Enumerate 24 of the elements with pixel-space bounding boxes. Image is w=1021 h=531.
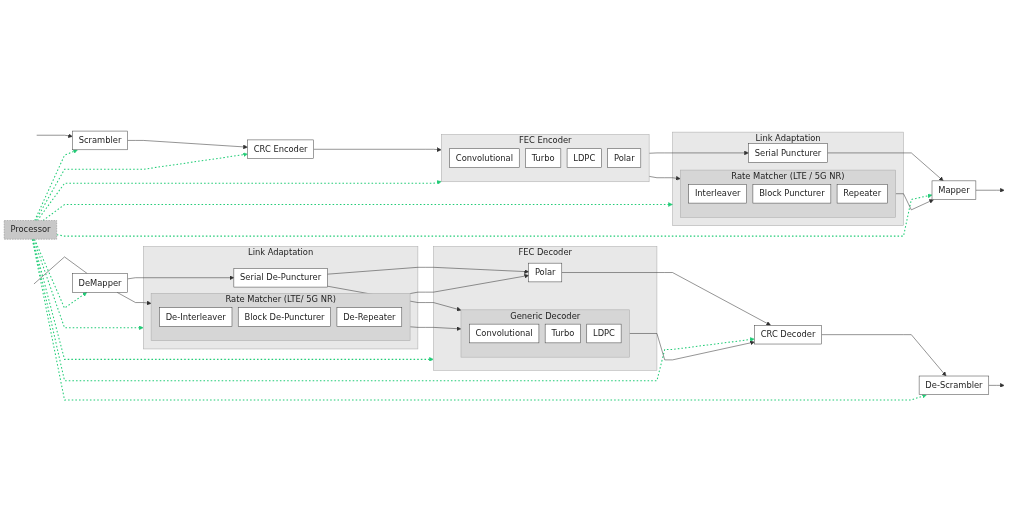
node-box: Repeater xyxy=(836,184,888,204)
node-box: Mapper xyxy=(931,180,977,200)
node-box: Polar xyxy=(607,148,642,168)
node-box: De-Repeater xyxy=(336,307,403,327)
node-box: Serial Puncturer xyxy=(748,143,828,163)
node-box: Turbo xyxy=(525,148,562,168)
node-box: De-Scrambler xyxy=(918,375,989,395)
node-box: Convolutional xyxy=(469,323,540,344)
node-box: CRC Decoder xyxy=(754,325,822,345)
node-box: De-Interleaver xyxy=(159,307,233,327)
node-box: Polar xyxy=(528,262,563,283)
node-box: Scrambler xyxy=(72,130,128,151)
arrow xyxy=(42,202,673,222)
node-box: Turbo xyxy=(544,323,581,344)
node-box: Block De-Puncturer xyxy=(237,307,331,327)
node-box: Serial De-Puncturer xyxy=(233,268,328,288)
node-box: LDPC xyxy=(566,148,602,168)
node-box: Convolutional xyxy=(449,148,520,168)
node-box: Interleaver xyxy=(688,184,747,204)
node-box: LDPC xyxy=(586,323,622,344)
node-box: Processor xyxy=(3,220,57,240)
node-box: Block Puncturer xyxy=(752,184,832,204)
node-box: DeMapper xyxy=(72,273,128,293)
node-box: CRC Encoder xyxy=(247,139,314,159)
